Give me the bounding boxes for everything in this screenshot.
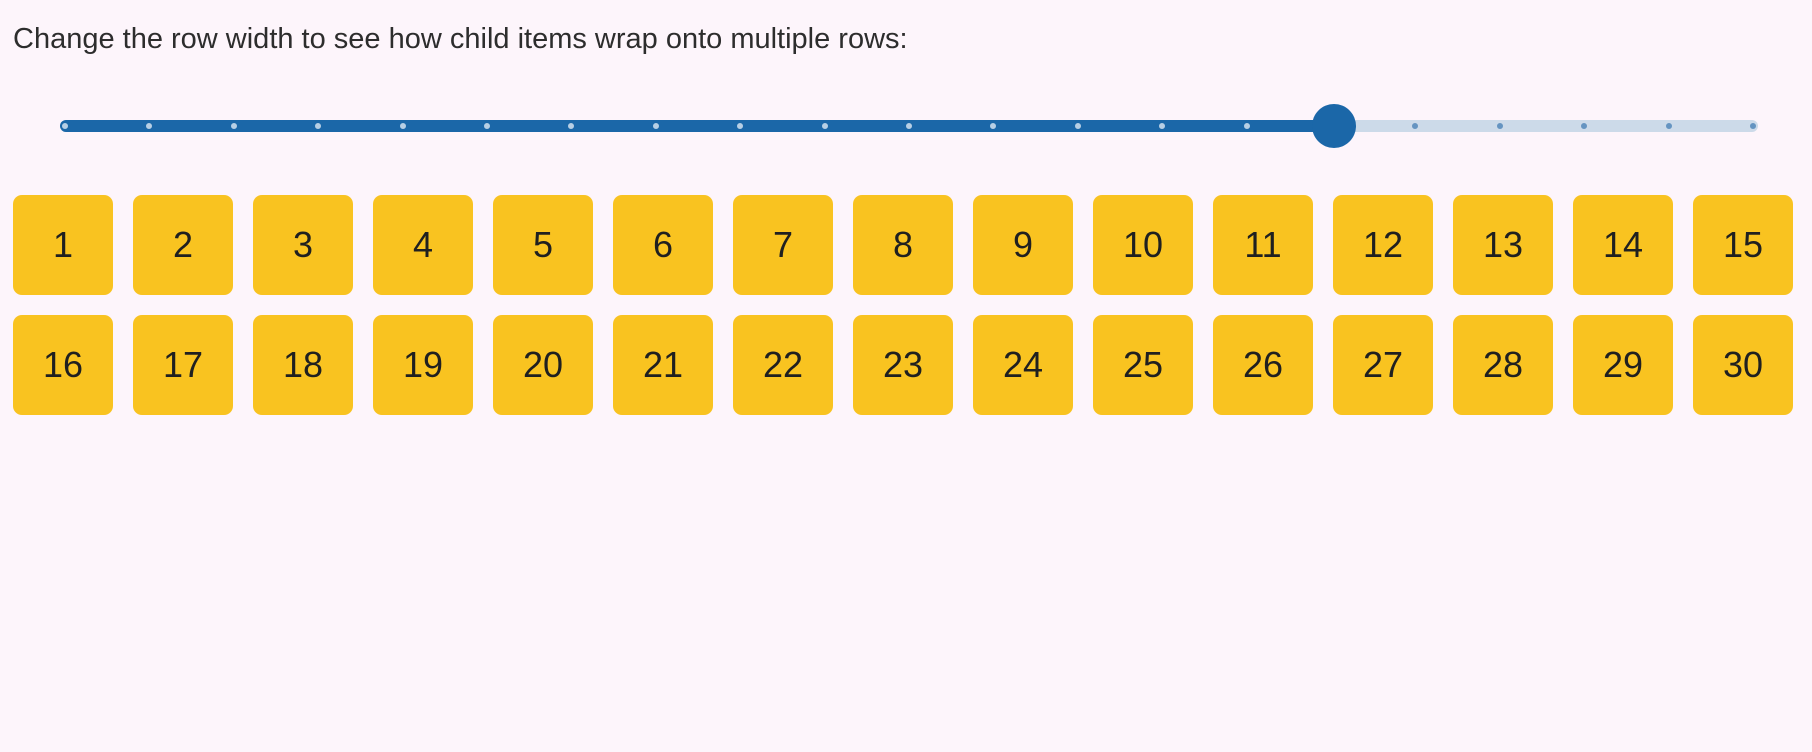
slider-tick — [1412, 123, 1419, 129]
slider-ticks — [60, 120, 1758, 132]
grid-item-4: 4 — [373, 195, 473, 295]
grid-item-14: 14 — [1573, 195, 1673, 295]
slider-thumb[interactable] — [1312, 104, 1356, 148]
grid-item-9: 9 — [973, 195, 1073, 295]
slider-rail[interactable] — [60, 120, 1758, 132]
slider-tick — [1159, 123, 1166, 129]
slider-tick — [1581, 123, 1588, 129]
grid-item-17: 17 — [133, 315, 233, 415]
slider-tick — [1074, 123, 1081, 129]
grid-item-23: 23 — [853, 315, 953, 415]
grid-item-21: 21 — [613, 315, 713, 415]
grid-item-30: 30 — [1693, 315, 1793, 415]
slider-tick — [652, 123, 659, 129]
grid-item-13: 13 — [1453, 195, 1553, 295]
grid-item-10: 10 — [1093, 195, 1193, 295]
grid-item-16: 16 — [13, 315, 113, 415]
grid-item-28: 28 — [1453, 315, 1553, 415]
grid-item-1: 1 — [13, 195, 113, 295]
slider-fill — [60, 120, 1334, 132]
grid-item-26: 26 — [1213, 315, 1313, 415]
grid-item-5: 5 — [493, 195, 593, 295]
grid-item-7: 7 — [733, 195, 833, 295]
slider-tick — [146, 123, 153, 129]
slider-tick — [484, 123, 490, 129]
instruction-text: Change the row width to see how child it… — [13, 23, 908, 55]
grid-item-11: 11 — [1213, 195, 1313, 295]
grid-item-6: 6 — [613, 195, 713, 295]
grid-item-24: 24 — [973, 315, 1073, 415]
grid-item-29: 29 — [1573, 315, 1673, 415]
grid-item-2: 2 — [133, 195, 233, 295]
slider-tick — [315, 123, 322, 129]
grid-item-3: 3 — [253, 195, 353, 295]
grid-item-8: 8 — [853, 195, 953, 295]
grid-item-22: 22 — [733, 315, 833, 415]
slider-tick — [1243, 123, 1250, 129]
slider-tick — [399, 123, 406, 129]
grid-item-27: 27 — [1333, 315, 1433, 415]
grid-item-12: 12 — [1333, 195, 1433, 295]
row-width-slider[interactable] — [60, 104, 1758, 148]
grid-item-25: 25 — [1093, 315, 1193, 415]
slider-tick — [62, 123, 68, 129]
slider-tick — [568, 123, 575, 129]
slider-tick — [737, 123, 744, 129]
slider-tick — [990, 123, 997, 129]
grid-item-15: 15 — [1693, 195, 1793, 295]
grid-item-19: 19 — [373, 315, 473, 415]
slider-tick — [821, 123, 828, 129]
grid-item-20: 20 — [493, 315, 593, 415]
slider-tick — [1665, 123, 1672, 129]
grid-item-18: 18 — [253, 315, 353, 415]
slider-tick — [230, 123, 237, 129]
slider-tick — [906, 123, 912, 129]
slider-tick — [1496, 123, 1503, 129]
slider-tick — [1750, 123, 1756, 129]
